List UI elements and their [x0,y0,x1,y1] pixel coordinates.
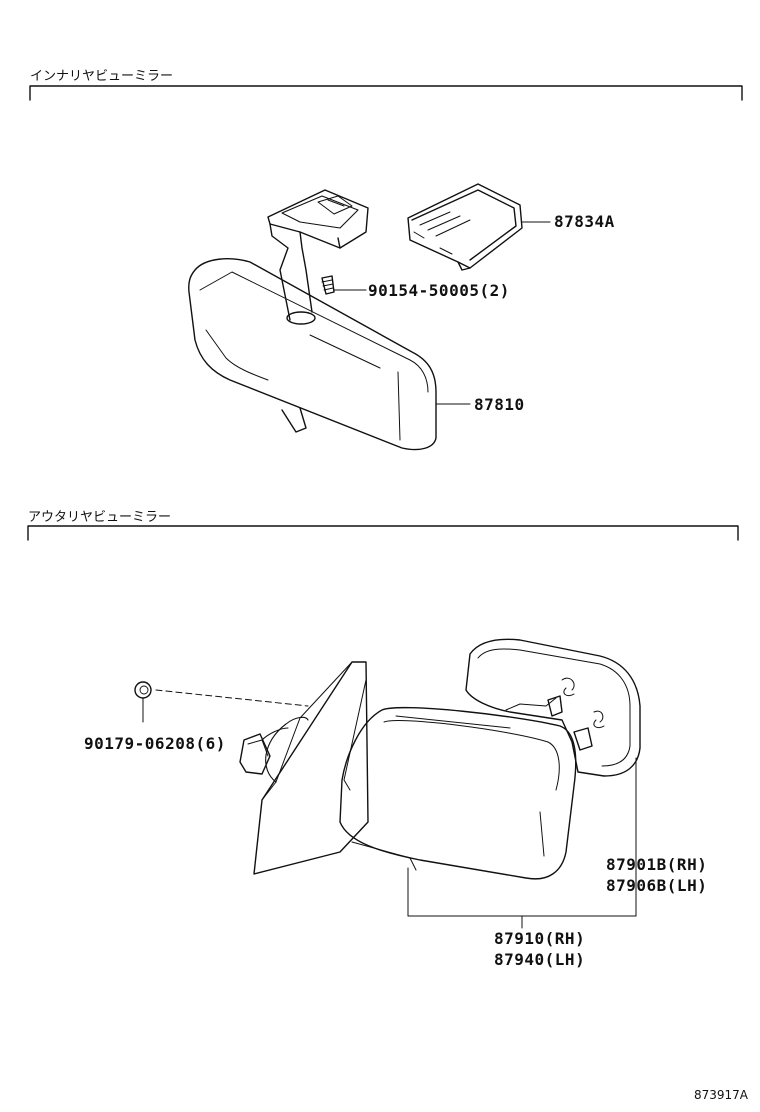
part-number-outer-glass-lh: 87906B(LH) [606,876,708,895]
outer-mirror-section-title: アウタリヤビューミラー [28,510,172,525]
inner-mirror-screw-drawing [321,275,335,295]
inner-mirror-mount-drawing [267,189,369,321]
outer-section-bracket [27,525,739,541]
outer-mirror-base-drawing [253,661,369,875]
part-number-outer-screw: 90179-06208(6) [84,734,226,753]
part-number-inner-mirror: 87810 [474,395,525,414]
outer-mirror-glass-drawing [465,638,641,777]
inner-mirror-cover-drawing [407,183,523,271]
part-number-outer-assy-lh: 87940(LH) [494,950,586,969]
outer-mirror-housing-drawing [339,706,577,880]
part-number-inner-screw: 90154-50005(2) [368,281,510,300]
part-number-inner-cover: 87834A [554,212,615,231]
inner-leaders [333,221,551,405]
inner-mirror-section-title: インナリヤビューミラー [30,69,174,84]
outer-mirror-screw-drawing [134,681,309,723]
outer-leaders [407,757,637,929]
inner-mirror-body-drawing [188,258,437,451]
outer-mirror-connector-drawing [239,727,289,775]
part-number-outer-assy-rh: 87910(RH) [494,929,586,948]
part-number-outer-glass-rh: 87901B(RH) [606,855,708,874]
figure-id: 873917A [694,1088,749,1102]
inner-section-bracket [29,85,743,101]
